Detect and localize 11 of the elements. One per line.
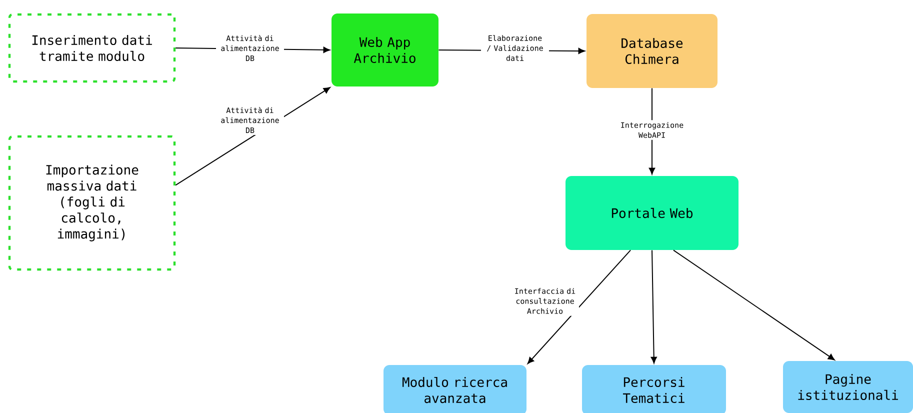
arrow [650,250,657,364]
dashed-input-box: Inserimento dati tramite modulo [8,13,176,83]
page-box: Modulo ricerca avanzata [384,365,526,413]
app-box: Web App Archivio [332,14,438,86]
portal-box: Portale Web [566,176,738,250]
database-box: Database Chimera [586,14,718,88]
page-box: Percorsi Tematici [582,365,726,413]
page-box: Pagine istituzionali [783,361,913,413]
arrow [672,250,835,360]
arrow [527,250,632,364]
dashed-input-box: Importazione massiva dati (fogli di calcolo, immagini) [8,135,176,271]
